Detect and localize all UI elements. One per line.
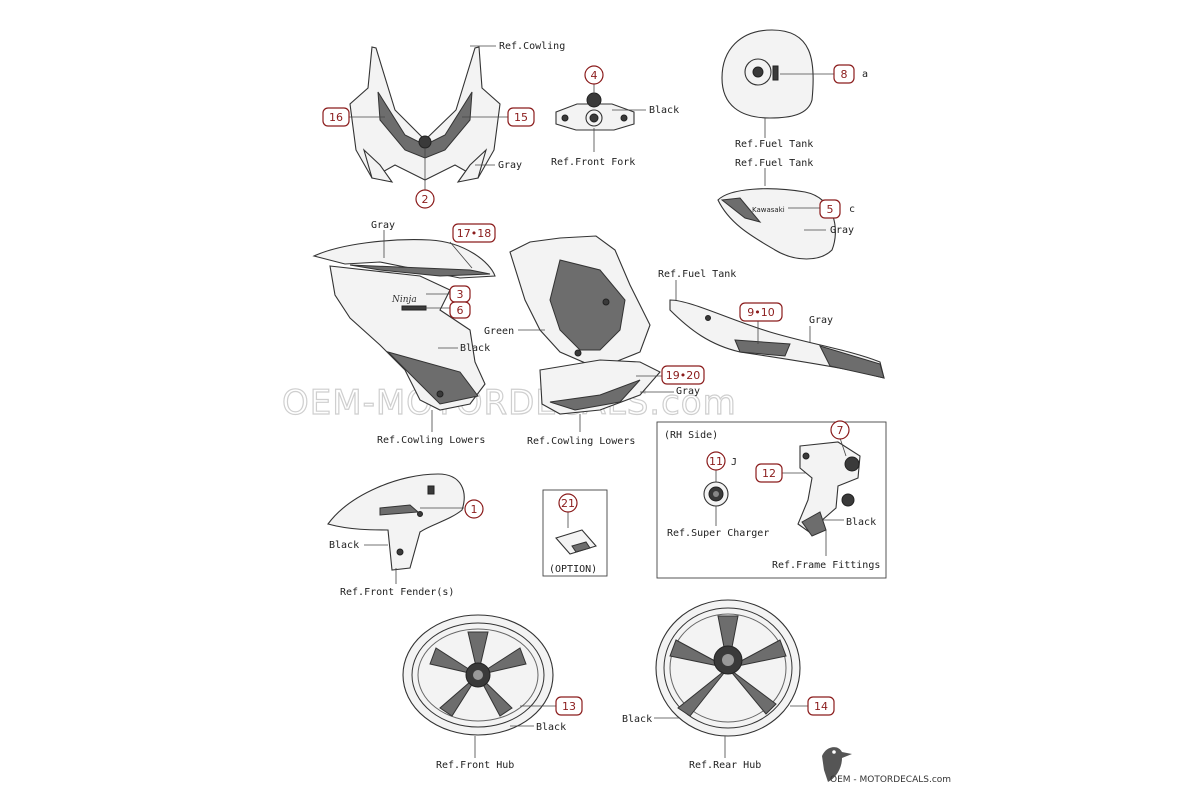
svg-text:7: 7: [837, 424, 844, 437]
label-mark-11: J: [731, 457, 737, 468]
label-gray-mid: Gray: [676, 386, 700, 397]
label-black-fender: Black: [329, 540, 359, 551]
callout-3[interactable]: 3: [449, 285, 471, 303]
label-black-side: Black: [460, 343, 490, 354]
watermark-text: OEM-MOTORDECALS.com: [282, 383, 737, 423]
label-gray-tail: Gray: [809, 315, 833, 326]
side-fairing-part: Ninja: [312, 239, 496, 411]
svg-text:15: 15: [514, 111, 528, 124]
svg-text:21: 21: [561, 497, 575, 510]
svg-text:8: 8: [841, 68, 848, 81]
callout-19-20[interactable]: 19•20: [661, 365, 705, 385]
leader-17-18: [449, 241, 473, 269]
callout-17-18[interactable]: 17•18: [452, 223, 496, 243]
label-option: (OPTION): [549, 564, 597, 575]
fuel-tank-top-part: [721, 29, 814, 119]
option-box: [542, 489, 608, 577]
label-ref-frame-fittings: Ref.Frame Fittings: [772, 560, 880, 571]
callout-6[interactable]: 6: [449, 301, 471, 319]
svg-text:2: 2: [422, 193, 429, 206]
label-ref-fuel-tank-2: Ref.Fuel Tank: [735, 158, 813, 169]
callout-9-10[interactable]: 9•10: [739, 302, 783, 322]
label-mark-8: a: [862, 69, 868, 80]
front-fender-part: [327, 473, 465, 571]
label-ref-front-fender: Ref.Front Fender(s): [340, 587, 454, 598]
callout-11[interactable]: 11: [706, 451, 726, 471]
svg-text:19•20: 19•20: [666, 369, 700, 382]
callout-1[interactable]: 1: [464, 499, 484, 519]
callout-16[interactable]: 16: [322, 107, 350, 127]
middle-fairing-part: [509, 235, 661, 415]
label-black-frame: Black: [846, 517, 876, 528]
kawasaki-emblem-mark: Kawasaki: [752, 206, 785, 214]
super-charger-cover-part: [703, 481, 729, 507]
callout-8[interactable]: 8: [833, 64, 855, 84]
svg-text:12: 12: [762, 467, 776, 480]
label-gray-tank: Gray: [830, 225, 854, 236]
svg-text:13: 13: [562, 700, 576, 713]
callout-4[interactable]: 4: [584, 65, 604, 85]
callout-21[interactable]: 21: [558, 493, 578, 513]
svg-text:16: 16: [329, 111, 343, 124]
label-gray-nose: Gray: [498, 160, 522, 171]
svg-text:3: 3: [457, 288, 464, 301]
callout-15[interactable]: 15: [507, 107, 535, 127]
option-decal-sheet-part: [555, 529, 597, 555]
toucan-logo-icon: [822, 747, 852, 782]
label-ref-front-fork: Ref.Front Fork: [551, 157, 635, 168]
tail-cowl-part: [669, 299, 885, 379]
label-ref-cowling: Ref.Cowling: [499, 41, 565, 52]
label-mark-5: c: [849, 204, 855, 215]
label-green-mid: Green: [484, 326, 514, 337]
callout-12[interactable]: 12: [755, 463, 783, 483]
label-black-front-hub: Black: [536, 722, 566, 733]
label-ref-cowling-lowers-2: Ref.Cowling Lowers: [527, 436, 635, 447]
front-wheel-part: [402, 614, 554, 736]
ninja-emblem-mark: Ninja: [391, 295, 417, 305]
svg-text:11: 11: [709, 455, 723, 468]
leader-7: [839, 437, 847, 457]
callout-14[interactable]: 14: [807, 696, 835, 716]
front-fork-part: [555, 92, 635, 131]
label-black-rear-hub: Black: [622, 714, 652, 725]
label-ref-rear-hub: Ref.Rear Hub: [689, 760, 761, 771]
label-ref-front-hub: Ref.Front Hub: [436, 760, 514, 771]
svg-text:14: 14: [814, 700, 828, 713]
callout-7[interactable]: 7: [830, 420, 850, 440]
svg-text:5: 5: [827, 203, 834, 216]
label-black-fork: Black: [649, 105, 679, 116]
callout-5[interactable]: 5: [819, 199, 841, 219]
label-ref-fuel-tank-3: Ref.Fuel Tank: [658, 269, 736, 280]
callout-2[interactable]: 2: [415, 189, 435, 209]
label-ref-super-charger: Ref.Super Charger: [667, 528, 769, 539]
callout-13[interactable]: 13: [555, 696, 583, 716]
svg-text:4: 4: [591, 69, 598, 82]
fuel-tank-side-part: Kawasaki: [717, 188, 836, 260]
rh-side-box: [656, 421, 887, 579]
label-ref-fuel-tank-1: Ref.Fuel Tank: [735, 139, 813, 150]
svg-text:1: 1: [471, 503, 478, 516]
svg-text:9•10: 9•10: [747, 306, 774, 319]
frame-fitting-part: [797, 441, 861, 537]
rear-wheel-part: [655, 599, 801, 737]
callout-badges: 16 15 2 4 8 5 17•18 3 6 9•10 19•20 7 11 …: [322, 64, 855, 716]
nose-cowl-part: [349, 46, 501, 183]
svg-text:6: 6: [457, 304, 464, 317]
label-rh-side: (RH Side): [664, 430, 718, 441]
label-ref-cowling-lowers-1: Ref.Cowling Lowers: [377, 435, 485, 446]
footer-logo-text: OEM - MOTORDECALS.com: [830, 775, 951, 785]
label-gray-side-top: Gray: [371, 220, 395, 231]
svg-text:17•18: 17•18: [457, 227, 491, 240]
